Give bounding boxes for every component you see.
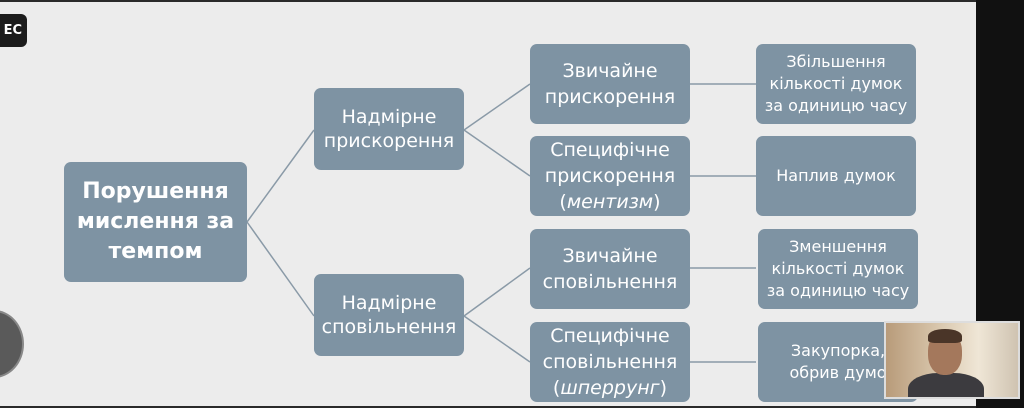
detail-line: за одиницю часу bbox=[764, 96, 908, 115]
detail-line: Збільшення bbox=[786, 52, 886, 71]
presenter-hair bbox=[928, 329, 962, 343]
node-label: Специфічне bbox=[550, 325, 670, 347]
connector-root-b2 bbox=[246, 221, 315, 317]
node-ordinary-slowing: Звичайне сповільнення bbox=[530, 229, 690, 309]
root-node: Порушення мислення за темпом bbox=[64, 162, 247, 282]
connector-b2-c1 bbox=[463, 267, 531, 317]
root-line: Порушення bbox=[82, 179, 229, 204]
detail-line: за одиницю часу bbox=[766, 281, 910, 300]
node-term: (шперрунг) bbox=[552, 377, 668, 399]
connector-root-b1 bbox=[246, 129, 315, 223]
detail-line: кількості думок bbox=[771, 259, 905, 278]
presenter-body bbox=[908, 373, 984, 397]
detail-flood-thoughts: Наплив думок bbox=[756, 136, 916, 216]
node-specific-slowing: Специфічне сповільнення (шперрунг) bbox=[530, 322, 690, 402]
connector-b1-c1 bbox=[463, 83, 531, 131]
recording-badge-label: EC bbox=[3, 23, 22, 38]
term-mentism: ментизм bbox=[566, 191, 654, 213]
branch-label: прискорення bbox=[323, 130, 455, 152]
detail-line: кількості думок bbox=[769, 74, 903, 93]
detail-line: обрив думо bbox=[789, 363, 887, 382]
detail-line: Зменшення bbox=[789, 237, 887, 256]
node-label: сповільнення bbox=[542, 271, 678, 293]
node-label: прискорення bbox=[544, 86, 676, 108]
detail-increase-thoughts: Збільшення кількості думок за одиницю ча… bbox=[756, 44, 916, 124]
webcam-thumbnail[interactable] bbox=[884, 321, 1020, 399]
detail-line: Наплив думок bbox=[776, 166, 896, 185]
connector-b1-c2 bbox=[463, 129, 531, 177]
node-term: (ментизм) bbox=[559, 191, 661, 213]
node-label: Звичайне bbox=[562, 60, 658, 82]
node-label: прискорення bbox=[544, 165, 676, 187]
connector-b2-c2 bbox=[463, 315, 531, 363]
branch-node-slowing: Надмірне сповільнення bbox=[314, 274, 464, 356]
branch-label: сповільнення bbox=[321, 316, 457, 338]
branch-label: Надмірне bbox=[341, 106, 437, 128]
term-sperrung: шперрунг bbox=[560, 377, 660, 399]
node-label: Звичайне bbox=[562, 245, 658, 267]
node-label: сповільнення bbox=[542, 351, 678, 373]
root-line: темпом bbox=[108, 239, 203, 264]
branch-node-acceleration: Надмірне прискорення bbox=[314, 88, 464, 170]
root-line: мислення за bbox=[76, 209, 235, 234]
node-specific-acceleration: Специфічне прискорення (ментизм) bbox=[530, 136, 690, 216]
branch-label: Надмірне bbox=[341, 292, 437, 314]
detail-line: Закупорка, bbox=[790, 341, 886, 360]
node-ordinary-acceleration: Звичайне прискорення bbox=[530, 44, 690, 124]
node-label: Специфічне bbox=[550, 139, 670, 161]
recording-badge: EC bbox=[0, 14, 27, 47]
detail-decrease-thoughts: Зменшення кількості думок за одиницю час… bbox=[758, 229, 918, 309]
